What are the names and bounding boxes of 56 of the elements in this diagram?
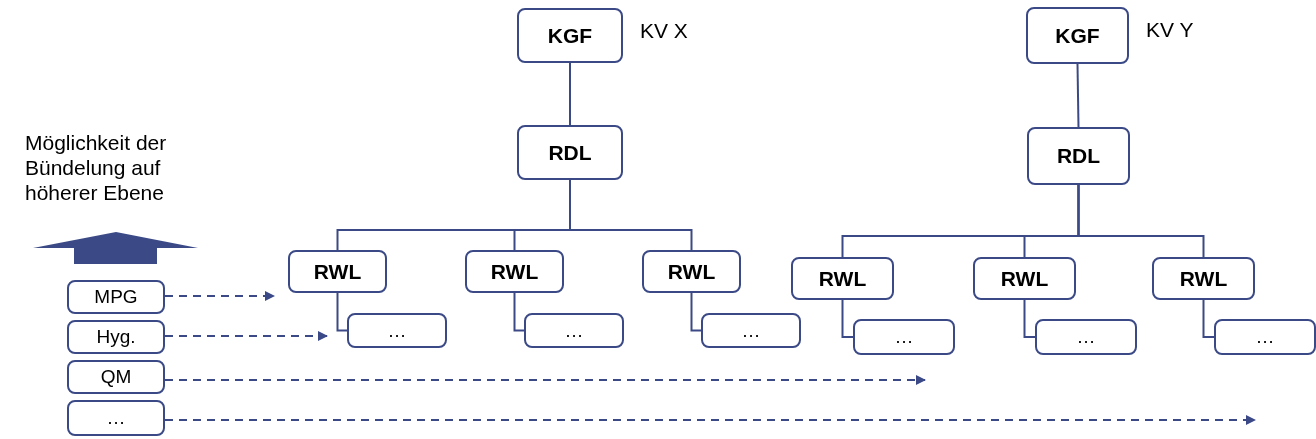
box-label: … [894, 326, 914, 348]
box-label: KGF [547, 23, 593, 48]
box-label: … [1255, 326, 1275, 348]
connector-line [336, 292, 348, 332]
function-box [67, 280, 165, 314]
function-box [67, 360, 165, 394]
unit-caption: KV Y [1146, 18, 1194, 42]
box-label: Hyg. [96, 326, 136, 348]
dashed-arrow [164, 331, 328, 341]
sub-unit-box [853, 319, 955, 355]
sub-unit-box [701, 313, 801, 348]
sub-unit-box [347, 313, 447, 348]
box-label: … [741, 319, 761, 342]
connector-line [1077, 184, 1205, 258]
dashed-arrow [164, 415, 1256, 425]
connector-line [1023, 299, 1036, 338]
box-label: RDL [548, 140, 592, 165]
connector-line [1076, 63, 1080, 128]
org-unit-box [517, 125, 623, 180]
box-label: RWL [818, 266, 867, 291]
function-box [67, 400, 165, 436]
box-label: MPG [94, 286, 138, 308]
org-unit-box [1152, 257, 1255, 300]
box-label: RWL [1179, 266, 1228, 291]
sub-unit-box [524, 313, 624, 348]
dashed-arrow [164, 375, 926, 385]
unit-caption: KV X [640, 19, 688, 43]
box-label: … [1076, 326, 1096, 348]
sub-unit-box [1214, 319, 1316, 355]
connector-line [513, 292, 525, 332]
note-text: Möglichkeit der Bündelung auf höherer Ebene [25, 130, 168, 205]
org-unit-box [642, 250, 741, 293]
box-label: KGF [1055, 23, 1100, 48]
box-label: RDL [1056, 144, 1101, 168]
box-label: RWL [1000, 266, 1049, 291]
box-label: … [387, 319, 407, 342]
org-unit-box [791, 257, 894, 300]
org-unit-box [517, 8, 623, 63]
org-unit-box [1027, 127, 1130, 185]
box-label: … [564, 319, 584, 342]
box-label: RWL [490, 259, 539, 284]
box-label: RWL [313, 259, 362, 284]
org-unit-box [288, 250, 387, 293]
org-unit-box [973, 257, 1076, 300]
connector-line [569, 62, 571, 126]
function-box [67, 320, 165, 354]
box-label: RWL [667, 259, 716, 284]
box-label: QM [100, 366, 132, 388]
connector-line [1202, 299, 1215, 338]
org-unit-box [465, 250, 564, 293]
connector-line [690, 292, 702, 332]
box-label: … [106, 407, 126, 429]
org-unit-box [1026, 7, 1129, 64]
connector-line [841, 299, 854, 338]
dashed-arrow [164, 291, 275, 301]
sub-unit-box [1035, 319, 1137, 355]
